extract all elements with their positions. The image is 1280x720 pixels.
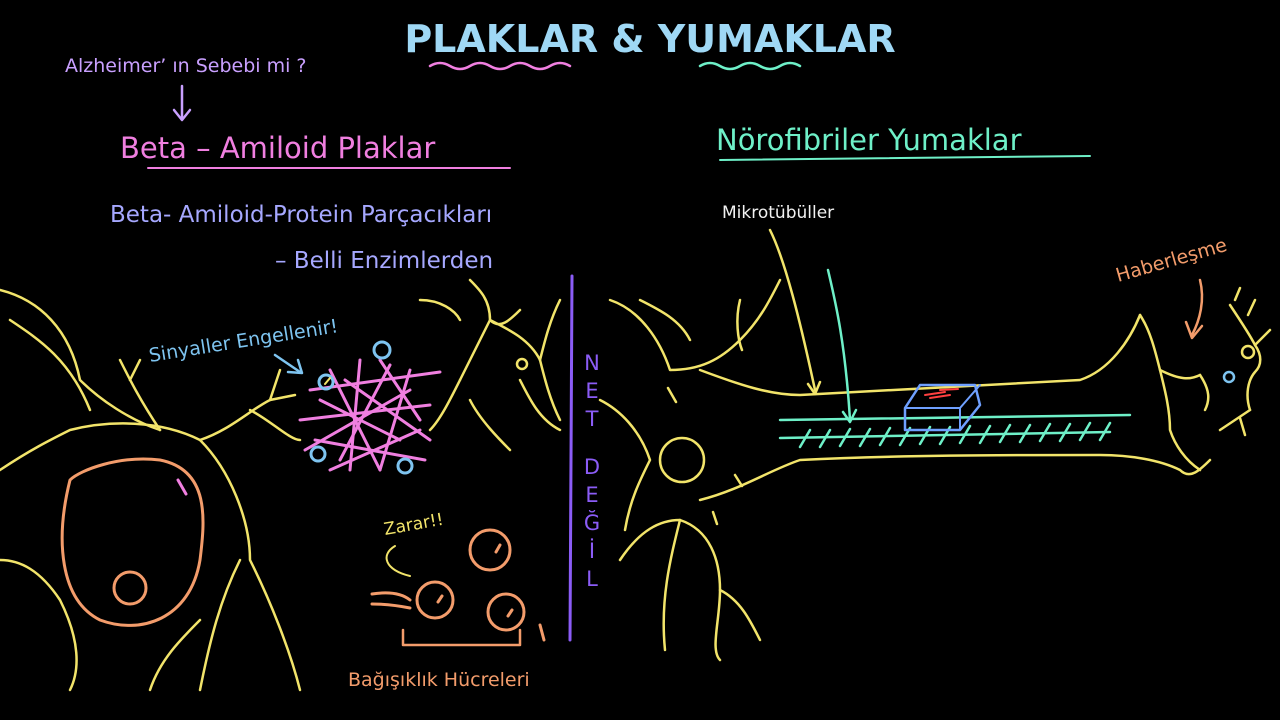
cargo-box <box>903 383 982 432</box>
damage-pointer <box>385 545 411 577</box>
alzheimer-question: Alzheimer’ ın Sebebi mi ? <box>65 55 307 77</box>
microtubule-track <box>778 413 1132 449</box>
divider-letter: T <box>585 407 599 431</box>
right-neuron <box>598 278 1212 662</box>
page-title: PLAKLAR & YUMAKLAR <box>404 17 895 61</box>
divider-letter: D <box>584 455 600 479</box>
divider-letter: İ <box>589 538 595 563</box>
communication-arrow-icon <box>1184 278 1204 340</box>
damage-label: Zarar!! <box>382 510 445 540</box>
tangle-heading-underline <box>719 155 1091 161</box>
neurotransmitter-dot <box>1222 370 1236 384</box>
protein-fragments-text: Beta- Amiloid-Protein Parçacıkları <box>110 202 492 228</box>
tangle-heading: Nörofibriler Yumaklar <box>716 123 1022 157</box>
divider-letter: E <box>585 483 598 507</box>
down-arrow-icon <box>172 84 192 122</box>
small-neuron <box>418 278 562 452</box>
divider-letter: N <box>584 351 600 375</box>
microtubules-label: Mikrotübüller <box>722 203 834 223</box>
signal-arrow-icon <box>273 353 304 375</box>
left-neuron-nucleus <box>60 457 205 627</box>
nucleus-mark <box>176 478 188 496</box>
signals-blocked-label: Sinyaller Engellenir! <box>147 315 339 367</box>
plaque-heading: Beta – Amiloid Plaklar <box>120 131 435 165</box>
communication-label: Haberleşme <box>1113 234 1229 287</box>
immune-cells-label: Bağışıklık Hücreleri <box>348 669 530 691</box>
divider-label: N E T D E Ğ İ L <box>584 351 600 591</box>
divider-letter: L <box>586 567 598 591</box>
left-neuron <box>0 288 302 692</box>
immune-cells-bracket <box>401 628 522 647</box>
enzymes-text: – Belli Enzimlerden <box>275 248 493 274</box>
divider-letter: E <box>585 379 598 403</box>
plaque-accent <box>324 377 331 385</box>
microtubule-pointers <box>768 228 858 424</box>
divider-letter: Ğ <box>584 510 600 535</box>
divider-line <box>568 274 574 642</box>
right-synapse <box>1218 286 1272 437</box>
title-underlines <box>428 61 802 71</box>
immune-cells <box>370 528 546 642</box>
plaque-protein-circles <box>309 340 414 475</box>
